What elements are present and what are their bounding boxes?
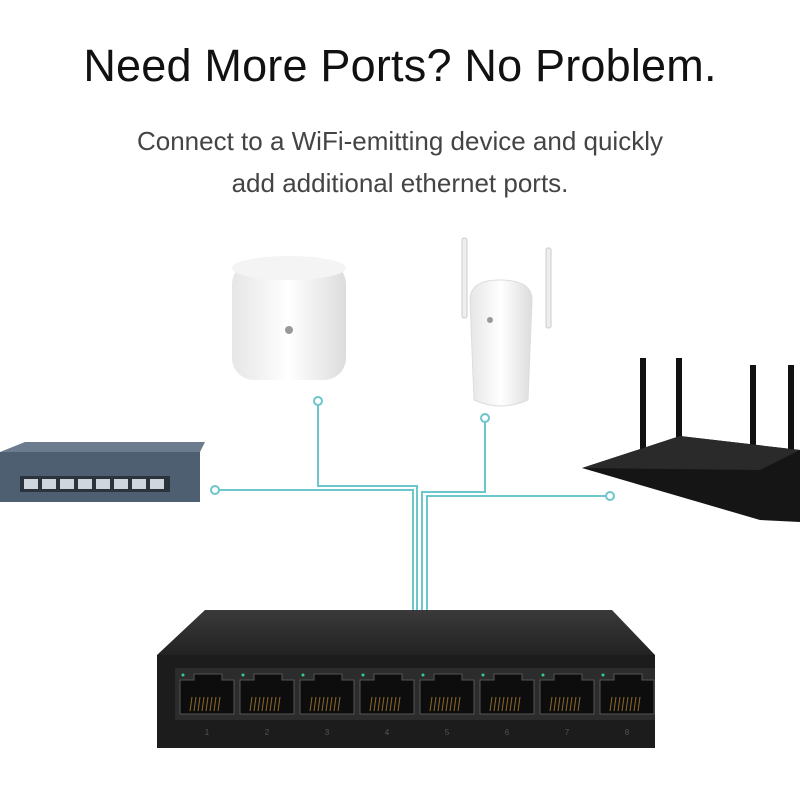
connection-lines	[219, 405, 606, 610]
connection-dot	[605, 491, 615, 501]
range-extender	[461, 237, 552, 407]
8-port-switch: 1 2 3 4 5 6 7 8	[157, 610, 655, 748]
ethernet-port: 2	[239, 673, 295, 737]
subtitle-line-1: Connect to a WiFi-emitting device and qu…	[136, 126, 663, 156]
ethernet-port: 7	[539, 673, 595, 737]
small-switch-port	[114, 479, 128, 489]
small-switch-port	[150, 479, 164, 489]
connection-dot	[210, 485, 220, 495]
ethernet-port: 6	[479, 673, 535, 737]
port-number: 1	[205, 728, 210, 737]
ethernet-port: 8	[599, 673, 655, 737]
port-number: 8	[625, 728, 630, 737]
connection-dot	[480, 413, 490, 423]
headline: Need More Ports? No Problem.	[83, 40, 717, 91]
port-number: 5	[445, 728, 450, 737]
ethernet-port: 1	[179, 673, 235, 737]
ethernet-port: 3	[299, 673, 355, 737]
ethernet-port: 4	[359, 673, 415, 737]
ethernet-port: 5	[419, 673, 475, 737]
small-switch-port	[132, 479, 146, 489]
small-switch-port	[60, 479, 74, 489]
small-switch-port	[42, 479, 56, 489]
subtitle-line-2: add additional ethernet ports.	[231, 168, 569, 198]
small-switch-port	[96, 479, 110, 489]
connection-dot	[313, 396, 323, 406]
small-switch-port	[24, 479, 38, 489]
port-number: 3	[325, 728, 330, 737]
desktop-switch	[0, 442, 205, 502]
wifi-router	[582, 358, 800, 522]
port-number: 4	[385, 728, 390, 737]
small-switch-port	[78, 479, 92, 489]
mesh-wifi-unit	[232, 256, 346, 380]
port-number: 6	[505, 728, 510, 737]
port-number: 2	[265, 728, 270, 737]
port-number: 7	[565, 728, 570, 737]
